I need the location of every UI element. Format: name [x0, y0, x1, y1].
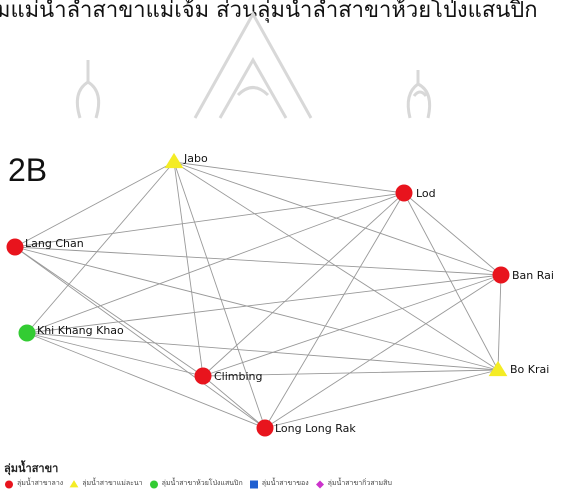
edges-layer — [14, 161, 502, 429]
node-marker-jabo — [164, 152, 184, 169]
node-label-long_long_rak: Long Long Rak — [275, 422, 356, 435]
edge-jabo-lod — [173, 161, 405, 194]
legend-label: ลุ่มน้ำสาขากิ่วสามสิบ — [327, 479, 392, 487]
node-label-ban_rai: Ban Rai — [512, 269, 554, 282]
node-lod: Lod — [395, 184, 436, 202]
edge-lod-climbing — [202, 192, 405, 377]
node-marker-climbing — [194, 367, 212, 385]
legend-marker-triangle-icon — [69, 479, 79, 487]
edge-jabo-ban_rai — [173, 161, 502, 276]
node-ban_rai: Ban Rai — [492, 266, 554, 284]
node-label-lang_chan: Lang Chan — [25, 237, 84, 250]
header-text: มแม่น้ำลำสาขาแม่เจ้ม ส่วนลุ่มน้ำลำสาขาห้… — [0, 0, 538, 23]
legend-marker-circle-icon — [149, 480, 158, 488]
node-label-jabo: Jabo — [183, 152, 208, 165]
node-jabo: Jabo — [164, 152, 208, 169]
node-label-khi_khang_khao: Khi Khang Khao — [37, 324, 124, 337]
node-long_long_rak: Long Long Rak — [256, 419, 356, 437]
node-lang_chan: Lang Chan — [6, 237, 84, 256]
edge-khi_khang_khao-long_long_rak — [26, 332, 266, 429]
edge-lang_chan-climbing — [14, 246, 204, 377]
edge-jabo-bo_krai — [173, 161, 499, 371]
legend-marker-square-icon — [249, 480, 258, 488]
edge-lang_chan-long_long_rak — [14, 246, 266, 429]
edge-lang_chan-ban_rai — [14, 246, 502, 276]
node-bo_krai: Bo Krai — [488, 360, 549, 377]
legend-item-3: ลุ่มน้ำสาขาของ — [249, 478, 309, 489]
node-marker-ban_rai — [492, 266, 510, 284]
legend-label: ลุ่มน้ำสาขาลาง — [17, 479, 64, 487]
legend-label: ลุ่มน้ำสาขาแม่ละนา — [82, 479, 143, 487]
legend-item-0: ลุ่มน้ำสาขาลาง — [4, 478, 63, 489]
edge-lod-long_long_rak — [264, 192, 405, 429]
legend: ลุ่มน้ำสาขาลาง ลุ่มน้ำสาขาแม่ละนา ลุ่มน้ำส… — [4, 478, 398, 489]
legend-label: ลุ่มน้ำสาขาของ — [261, 479, 309, 487]
edge-bo_krai-climbing — [202, 369, 499, 377]
legend-title: ลุ่มน้ำสาขา — [4, 462, 59, 475]
legend-marker-circle-icon — [5, 480, 13, 488]
node-label-climbing: Climbing — [214, 370, 263, 383]
node-marker-bo_krai — [488, 360, 508, 377]
edge-khi_khang_khao-climbing — [26, 332, 204, 377]
edge-lod-ban_rai — [403, 192, 502, 276]
edge-ban_rai-climbing — [202, 274, 502, 377]
edge-climbing-long_long_rak — [202, 375, 266, 429]
figure-label: 2B — [8, 152, 48, 188]
edge-jabo-long_long_rak — [173, 161, 266, 429]
node-marker-khi_khang_khao — [18, 324, 36, 342]
edge-bo_krai-long_long_rak — [264, 369, 499, 429]
edge-lang_chan-bo_krai — [14, 246, 499, 371]
legend-marker-diamond-icon — [315, 480, 324, 488]
legend-label: ลุ่มน้ำสาขาห้วยโป่งแสนปิก — [161, 479, 243, 487]
legend-item-4: ลุ่มน้ำสาขากิ่วสามสิบ — [315, 478, 392, 489]
edge-ban_rai-bo_krai — [497, 274, 502, 371]
node-marker-long_long_rak — [256, 419, 274, 437]
edge-jabo-lang_chan — [14, 161, 175, 248]
edge-lod-lang_chan — [14, 192, 405, 248]
node-marker-lang_chan — [6, 238, 24, 256]
legend-item-1: ลุ่มน้ำสาขาแม่ละนา — [69, 478, 143, 489]
edge-jabo-climbing — [173, 161, 204, 377]
edge-ban_rai-long_long_rak — [264, 274, 502, 429]
node-label-bo_krai: Bo Krai — [510, 363, 549, 376]
node-marker-lod — [395, 184, 413, 202]
node-khi_khang_khao: Khi Khang Khao — [18, 324, 124, 342]
edge-lod-khi_khang_khao — [26, 192, 405, 334]
edge-khi_khang_khao-bo_krai — [26, 332, 499, 371]
edge-ban_rai-khi_khang_khao — [26, 274, 502, 334]
node-label-lod: Lod — [416, 187, 436, 200]
legend-item-2: ลุ่มน้ำสาขาห้วยโป่งแสนปิก — [149, 478, 243, 489]
node-climbing: Climbing — [194, 367, 263, 385]
edge-jabo-khi_khang_khao — [26, 161, 175, 334]
